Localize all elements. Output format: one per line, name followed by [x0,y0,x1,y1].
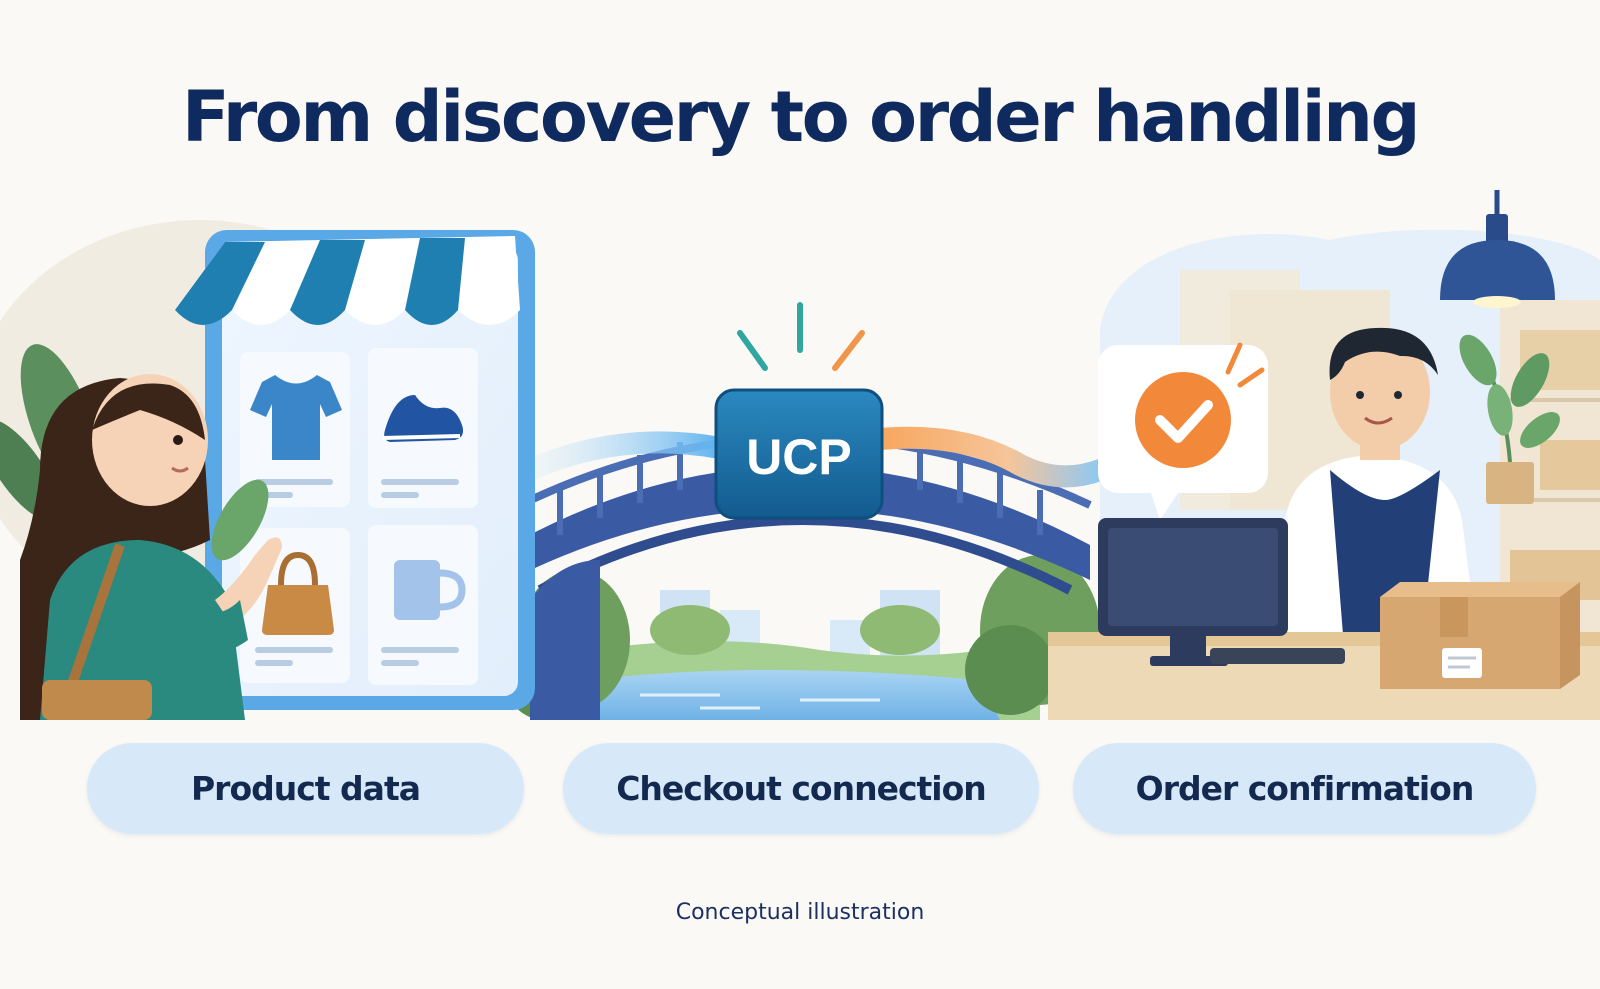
sneaker-icon [382,395,464,442]
handbag-icon [262,551,334,635]
step-label: Product data [190,769,421,808]
mug-icon [394,560,466,620]
step-checkout-connection: Checkout connection [563,743,1039,834]
step-label: Order confirmation [1135,769,1475,808]
ucp-badge-label: UCP [746,429,852,485]
customer-figure [20,374,282,720]
plant-right [1459,334,1560,504]
t-shirt-icon [250,375,342,460]
monitor-icon [1098,518,1345,666]
spark-rays [737,302,865,371]
caption: Conceptual illustration [675,900,925,925]
lamp-icon [1440,190,1555,308]
ucp-badge: UCP [714,388,884,520]
confirmation-bubble [1098,342,1268,520]
checkmark-icon [1135,372,1231,468]
step-product-data: Product data [87,743,524,834]
step-order-confirmation: Order confirmation [1073,743,1536,834]
package-icon [1380,582,1580,689]
page-title: From discovery to order handling [181,76,1421,158]
shop-window [175,230,535,710]
step-label: Checkout connection [616,769,987,808]
bridge-icon [518,432,1092,720]
